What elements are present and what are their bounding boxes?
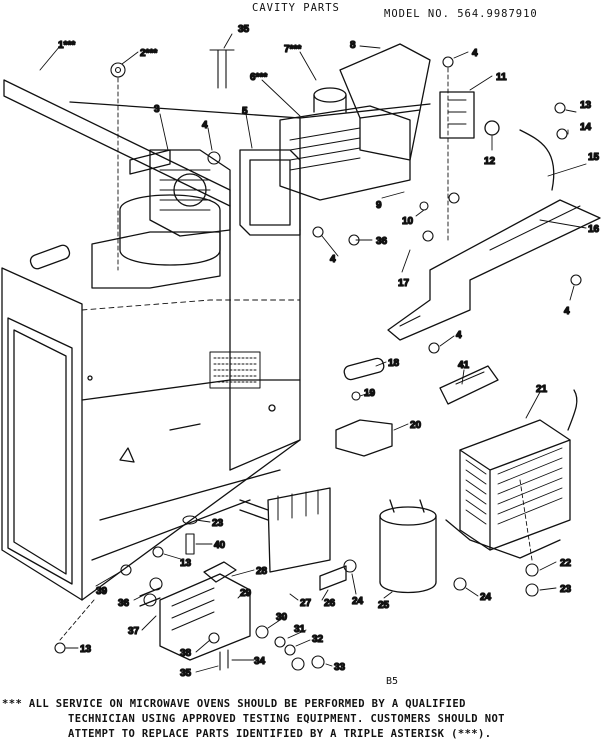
- hv-transformer: [445, 389, 578, 559]
- part-label: 20: [410, 420, 422, 431]
- magnetron: [279, 43, 431, 201]
- part-label: 1***: [58, 40, 75, 51]
- part-label: 32: [312, 634, 324, 645]
- hv-capacitor: [379, 499, 437, 594]
- part-label: 7***: [284, 44, 301, 55]
- part-label: 6***: [250, 72, 267, 83]
- waveguide-frame: [239, 149, 301, 236]
- part-label: 4: [564, 306, 570, 317]
- part-label: 24: [352, 596, 364, 607]
- part-label: 19: [364, 388, 376, 399]
- part-label: 41: [458, 360, 470, 371]
- service-notice: *** ALL SERVICE ON MICROWAVE OVENS SHOUL…: [2, 697, 606, 742]
- diagram-title: CAVITY PARTS: [252, 2, 340, 14]
- notice-line-2: TECHNICIAN USING APPROVED TESTING EQUIPM…: [68, 713, 505, 725]
- notice-line-1: *** ALL SERVICE ON MICROWAVE OVENS SHOUL…: [2, 698, 466, 710]
- part-label: 11: [496, 72, 507, 83]
- part-label: 26: [324, 598, 336, 609]
- part-label: 4: [456, 330, 462, 341]
- wire-lead: [519, 129, 555, 191]
- thermal-cutout: [439, 91, 500, 139]
- part-label: 4: [202, 120, 208, 131]
- part-label: 33: [334, 662, 346, 673]
- part-label: 23: [560, 584, 572, 595]
- part-label: 9: [376, 200, 382, 211]
- model-number: MODEL NO. 564.9987910: [384, 8, 538, 20]
- part-label: 36: [376, 236, 388, 247]
- part-label: 30: [276, 612, 288, 623]
- part-label: 24: [480, 592, 492, 603]
- oven-cavity: [1, 79, 431, 601]
- diode-assembly: [239, 487, 347, 591]
- part-label: 2***: [140, 48, 157, 59]
- hardware-fasteners: [54, 49, 582, 671]
- part-label: 39: [96, 586, 108, 597]
- page-code: B5: [386, 676, 399, 687]
- part-label: 12: [484, 156, 496, 167]
- part-label: 38: [180, 648, 192, 659]
- part-label: 22: [560, 558, 572, 569]
- part-label: 16: [588, 224, 600, 235]
- part-label: 4: [330, 254, 336, 265]
- part-label: 23: [212, 518, 224, 529]
- part-label: 13: [80, 644, 92, 655]
- part-label: 3: [154, 104, 160, 115]
- leader-lines: [39, 33, 587, 673]
- part-label: 31: [294, 624, 306, 635]
- part-label: 13: [180, 558, 192, 569]
- part-label: 8: [350, 40, 356, 51]
- part-label: 13: [580, 100, 592, 111]
- part-label: 18: [388, 358, 400, 369]
- part-label: 40: [214, 540, 226, 551]
- part-label: 28: [256, 566, 268, 577]
- part-label: 5: [242, 106, 248, 117]
- part-label: 35: [238, 24, 250, 35]
- part-label: 34: [254, 656, 266, 667]
- interlock-switch: [139, 561, 251, 661]
- part-label: 29: [240, 588, 252, 599]
- part-label: 21: [536, 384, 548, 395]
- part-label: 35: [180, 668, 192, 679]
- blower-motor: [29, 149, 231, 289]
- mounting-bracket: [387, 199, 601, 341]
- part-label: 25: [378, 600, 390, 611]
- notice-line-3: ATTEMPT TO REPLACE PARTS IDENTIFIED BY A…: [68, 728, 492, 740]
- part-label: 10: [402, 216, 414, 227]
- fuse-parts: [335, 357, 499, 457]
- part-label: 14: [580, 122, 592, 133]
- part-label: 15: [588, 152, 600, 163]
- part-label: 36: [118, 598, 130, 609]
- part-label: 17: [398, 278, 410, 289]
- part-label: 37: [128, 626, 140, 637]
- part-label: 4: [472, 48, 478, 59]
- part-label: 27: [300, 598, 312, 609]
- part-labels: 1*** 2*** 35 7*** 8 4 6*** 11 13 3 4 5 1…: [57, 23, 600, 679]
